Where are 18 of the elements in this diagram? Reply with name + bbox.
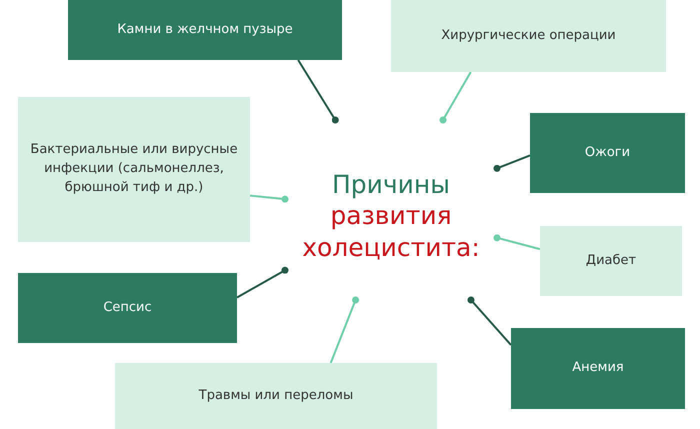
cause-box: Анемия <box>511 328 685 409</box>
cause-box: Хирургические операции <box>391 0 666 72</box>
connector-line <box>440 72 472 124</box>
cause-box: Бактериальные или вирусные инфекции (сальмонеллез, брюшной тиф и др.) <box>18 97 250 242</box>
connector-line <box>250 194 288 203</box>
connector-line <box>330 296 360 364</box>
heading-text: развития холецистита: <box>301 200 481 263</box>
connector-line <box>468 296 512 346</box>
connector-line <box>494 234 540 250</box>
connector-line <box>236 266 288 298</box>
heading-text: Причины <box>332 169 450 200</box>
connector-line <box>494 154 530 172</box>
cause-box: Диабет <box>540 226 682 296</box>
cause-box: Травмы или переломы <box>115 363 437 429</box>
connector-line <box>297 59 339 124</box>
cause-box: Камни в желчном пузыре <box>68 0 342 60</box>
cause-box: Сепсис <box>18 273 237 343</box>
cause-box: Ожоги <box>530 113 685 193</box>
